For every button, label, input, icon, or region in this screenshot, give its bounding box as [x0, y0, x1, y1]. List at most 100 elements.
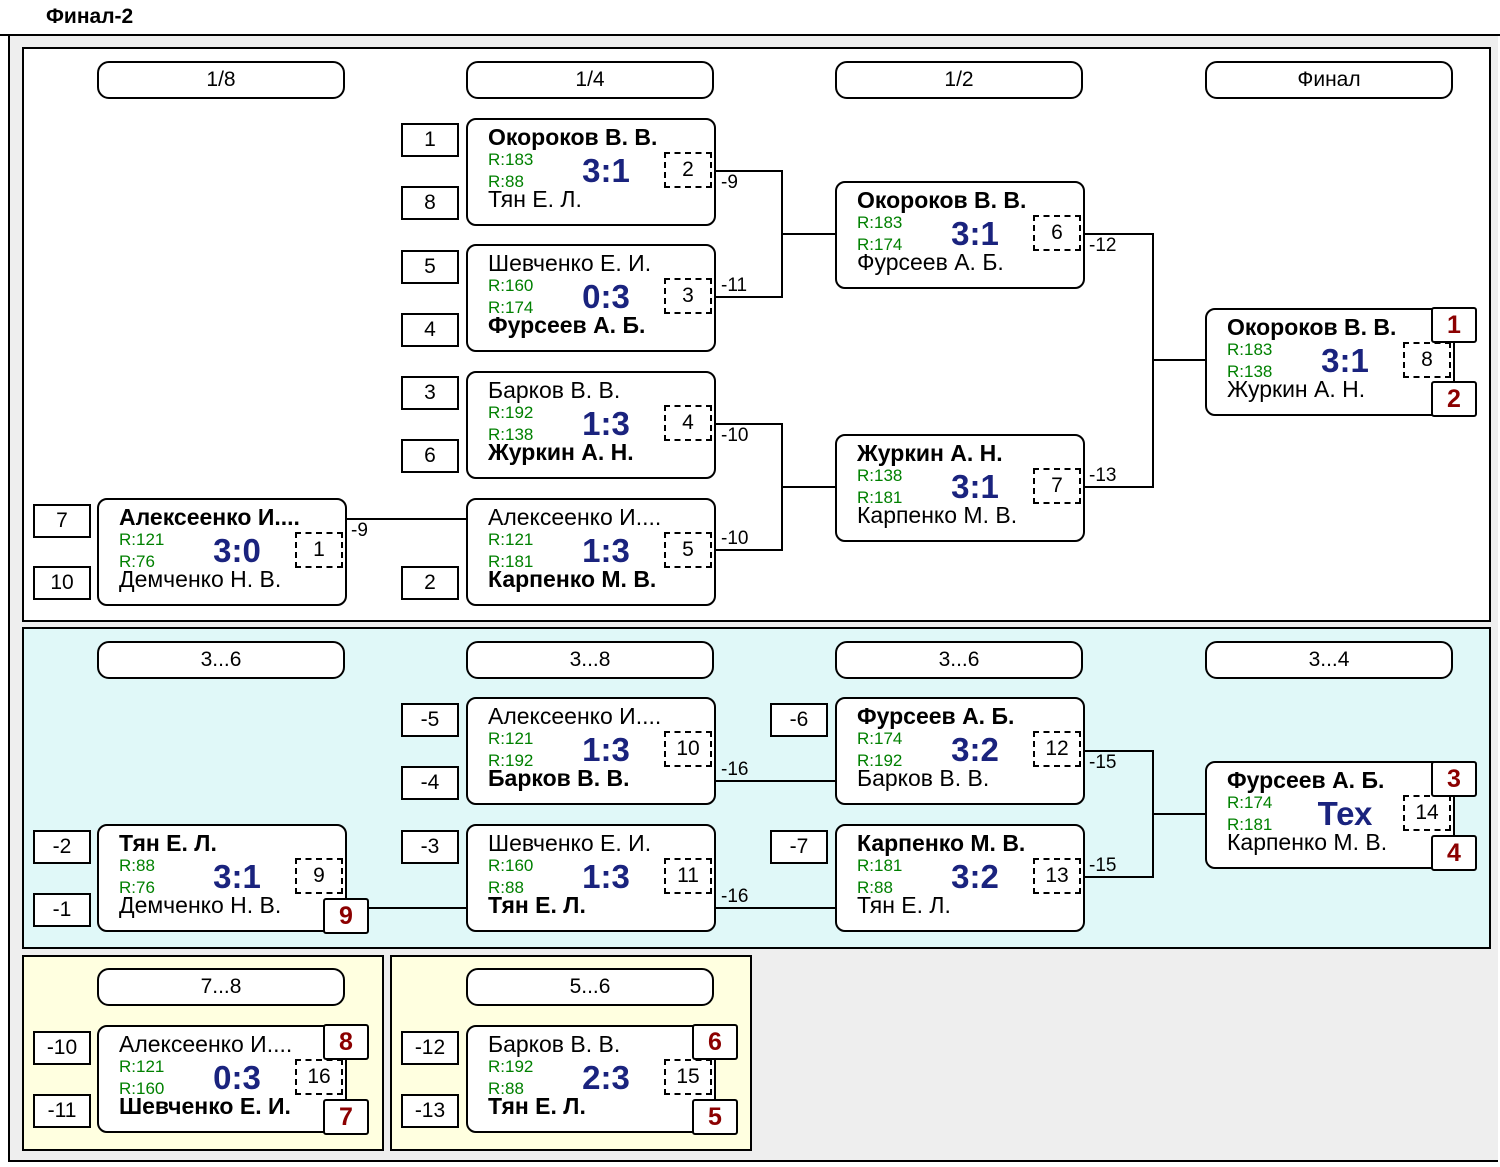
- round-header-3-8: 3...8: [466, 641, 714, 679]
- loser-label: -12: [1089, 235, 1117, 256]
- match-number: 7: [1033, 468, 1081, 504]
- rating-top: R:88: [119, 856, 155, 875]
- seed-box: 2: [401, 566, 459, 600]
- seed-box: -3: [401, 830, 459, 864]
- player-top: Алексеенко И....: [488, 504, 662, 530]
- round-header-3-6-b: 3...6: [835, 641, 1083, 679]
- match-number: 9: [295, 858, 343, 894]
- seed-box: -1: [33, 893, 91, 927]
- rating-top: R:121: [119, 530, 165, 549]
- rating-bottom: R:181: [1227, 815, 1273, 834]
- place-badge: 1: [1431, 307, 1477, 343]
- player-bottom: Демченко Н. В.: [119, 566, 282, 592]
- rating-top: R:174: [857, 729, 903, 748]
- match-number: 11: [664, 858, 712, 894]
- player-bottom: Карпенко М. В.: [488, 566, 657, 592]
- player-top: Карпенко М. В.: [857, 830, 1026, 856]
- round-header-1-4: 1/4: [466, 61, 714, 99]
- player-top: Окороков В. В.: [488, 124, 658, 150]
- player-bottom: Демченко Н. В.: [119, 892, 282, 918]
- match-number: 13: [1033, 858, 1081, 894]
- rating-bottom: R:174: [857, 235, 903, 254]
- seed-box: -13: [401, 1094, 459, 1128]
- player-top: Шевченко Е. И.: [488, 250, 652, 276]
- player-bottom: Журкин А. Н.: [1227, 376, 1366, 402]
- player-top: Окороков В. В.: [1227, 314, 1397, 340]
- match-score: 3:1: [951, 215, 999, 252]
- round-header-final: Финал: [1205, 61, 1453, 99]
- rating-top: R:160: [488, 856, 534, 875]
- rating-bottom: R:138: [488, 425, 534, 444]
- seed-box: -11: [33, 1094, 91, 1128]
- player-bottom: Фурсеев А. Б.: [857, 249, 1004, 275]
- seed-box: -2: [33, 830, 91, 864]
- match-number: 4: [664, 405, 712, 441]
- place-badge: 5: [692, 1099, 738, 1135]
- loser-label: -16: [721, 886, 749, 907]
- match-number: 3: [664, 278, 712, 314]
- rating-top: R:183: [1227, 340, 1273, 359]
- match-score: Тех: [1317, 795, 1373, 832]
- match-number: 6: [1033, 215, 1081, 251]
- round-header-3-4: 3...4: [1205, 641, 1453, 679]
- rating-top: R:174: [1227, 793, 1273, 812]
- match-score: 3:1: [1321, 342, 1369, 379]
- seed-box: 1: [401, 123, 459, 157]
- player-top: Фурсеев А. Б.: [1227, 767, 1385, 793]
- player-bottom: Шевченко Е. И.: [119, 1093, 291, 1119]
- match-number: 12: [1033, 731, 1081, 767]
- match-number: 5: [664, 532, 712, 568]
- seed-box: 6: [401, 439, 459, 473]
- rating-top: R:183: [488, 150, 534, 169]
- player-top: Шевченко Е. И.: [488, 830, 652, 856]
- player-bottom: Барков В. В.: [488, 765, 630, 791]
- rating-bottom: R:76: [119, 878, 155, 897]
- match-number: 8: [1403, 342, 1451, 378]
- loser-label: -9: [351, 520, 368, 541]
- loser-label: -15: [1089, 855, 1117, 876]
- player-top: Барков В. В.: [488, 1031, 621, 1057]
- match-score: 3:2: [951, 858, 999, 895]
- match-score: 3:2: [951, 731, 999, 768]
- match-score: 1:3: [582, 405, 630, 442]
- player-bottom: Фурсеев А. Б.: [488, 312, 646, 338]
- match-number: 16: [295, 1059, 343, 1095]
- place-badge: 8: [323, 1024, 369, 1060]
- match-number: 2: [664, 152, 712, 188]
- seed-box: -4: [401, 766, 459, 800]
- match-score: 3:1: [213, 858, 261, 895]
- seed-box: -5: [401, 703, 459, 737]
- rating-bottom: R:160: [119, 1079, 165, 1098]
- rating-bottom: R:192: [857, 751, 903, 770]
- rating-top: R:138: [857, 466, 903, 485]
- seed-box: -6: [770, 703, 828, 737]
- place-badge: 6: [692, 1024, 738, 1060]
- rating-top: R:121: [488, 530, 534, 549]
- round-header-1-2: 1/2: [835, 61, 1083, 99]
- rating-top: R:160: [488, 276, 534, 295]
- rating-bottom: R:88: [857, 878, 893, 897]
- place-badge: 4: [1431, 835, 1477, 871]
- rating-bottom: R:138: [1227, 362, 1273, 381]
- player-top: Алексеенко И....: [488, 703, 662, 729]
- player-bottom: Тян Е. Л.: [488, 892, 586, 918]
- seed-box: 7: [33, 504, 91, 538]
- match-score: 1:3: [582, 731, 630, 768]
